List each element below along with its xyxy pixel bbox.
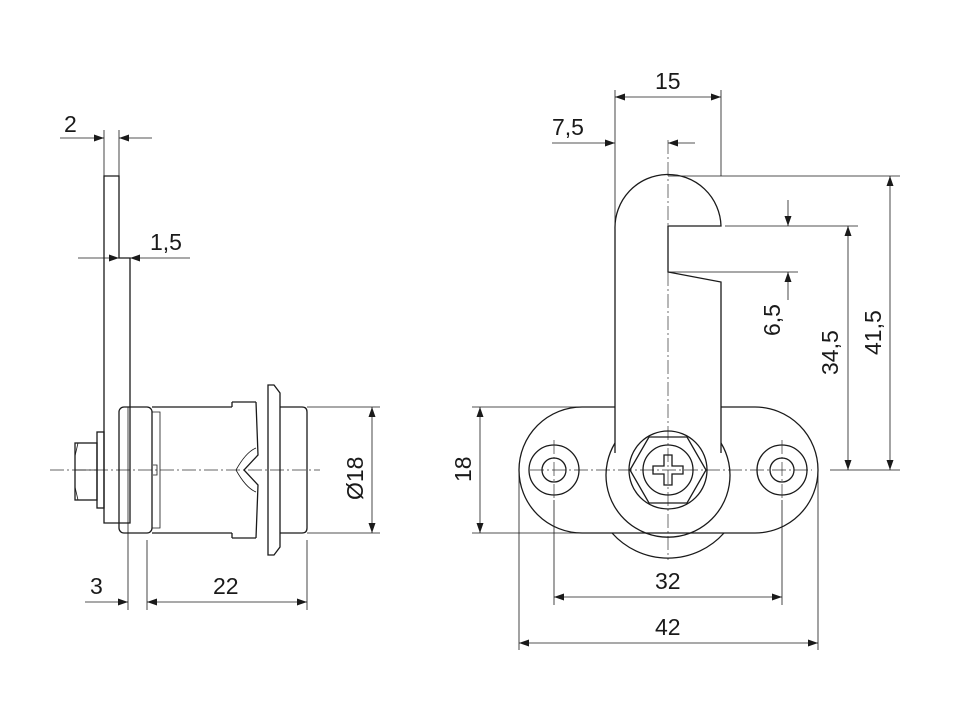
cam-plate — [103, 175, 131, 524]
screw-head — [642, 444, 694, 496]
washer — [96, 431, 105, 509]
front-view: 15 7,5 6,5 34,5 41,5 18 32 42 — [450, 68, 900, 650]
front-flange — [267, 384, 281, 556]
dim-front-length: 3 — [90, 573, 103, 599]
nut-collar — [628, 430, 708, 510]
nut — [74, 442, 98, 501]
dim-hole-spacing: 32 — [655, 568, 681, 594]
spring-clip — [231, 401, 259, 539]
front-bezel — [280, 406, 308, 534]
dim-flange-height: 18 — [450, 456, 476, 482]
cam-arm — [614, 173, 722, 453]
dim-arm-width: 15 — [655, 68, 681, 94]
hex-nut — [629, 436, 707, 504]
dim-body-length: 22 — [213, 573, 239, 599]
lock-rear-cap — [118, 406, 153, 534]
dim-arm-half-width: 7,5 — [552, 114, 584, 140]
dim-total-reach: 41,5 — [860, 310, 886, 355]
dim-flange-width: 42 — [655, 614, 681, 640]
phillips-cross-icon — [652, 454, 684, 486]
dim-plate-offset: 1,5 — [150, 229, 182, 255]
dim-diameter: Ø18 — [342, 457, 368, 500]
side-view: 2 1,5 Ø18 3 22 — [50, 111, 380, 610]
dim-slot-to-center: 34,5 — [817, 330, 843, 375]
lock-body — [152, 406, 232, 534]
cylinder-outline — [611, 532, 725, 559]
dim-plate-thickness: 2 — [64, 111, 77, 137]
dim-slot-height: 6,5 — [759, 304, 785, 336]
mounting-flange — [518, 406, 819, 534]
cam-hub — [605, 442, 731, 538]
